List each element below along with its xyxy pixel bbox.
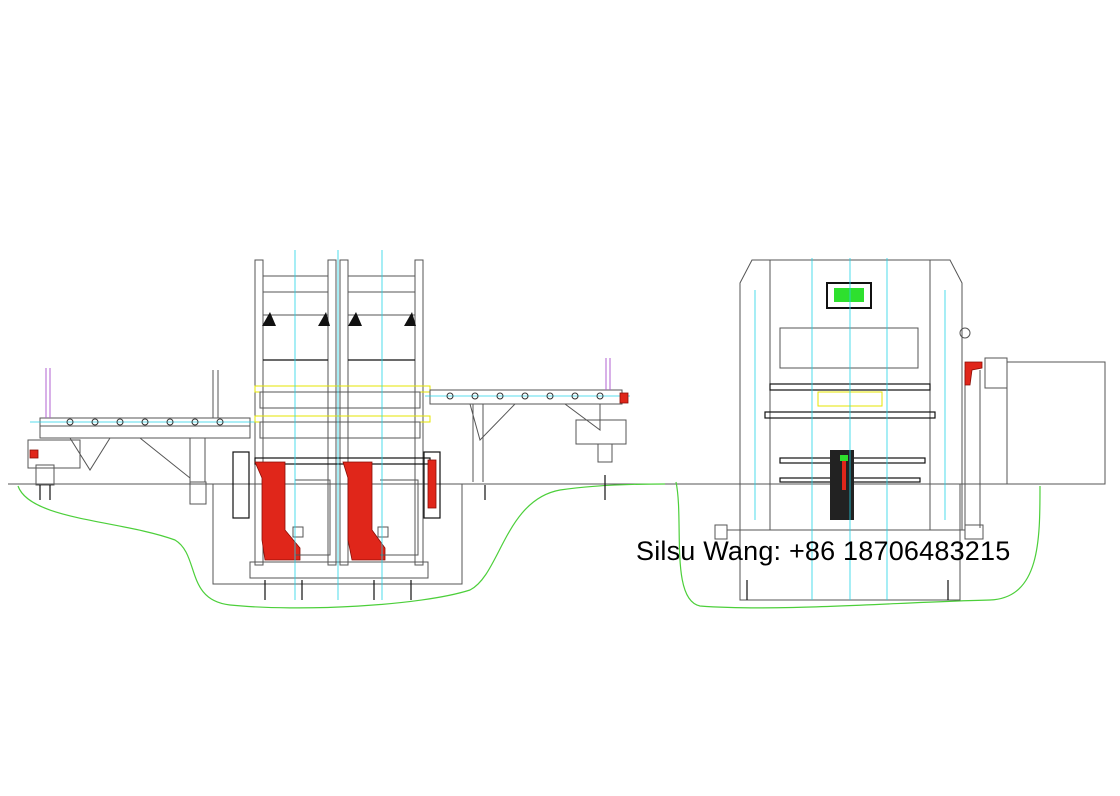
contact-watermark: Silsu Wang: +86 18706483215 — [636, 536, 1011, 566]
infeed-conveyor — [27, 368, 255, 505]
press-tower — [232, 259, 441, 600]
centerlines — [294, 250, 946, 600]
soil-outline — [17, 481, 1041, 609]
outfeed-conveyor — [425, 358, 630, 500]
